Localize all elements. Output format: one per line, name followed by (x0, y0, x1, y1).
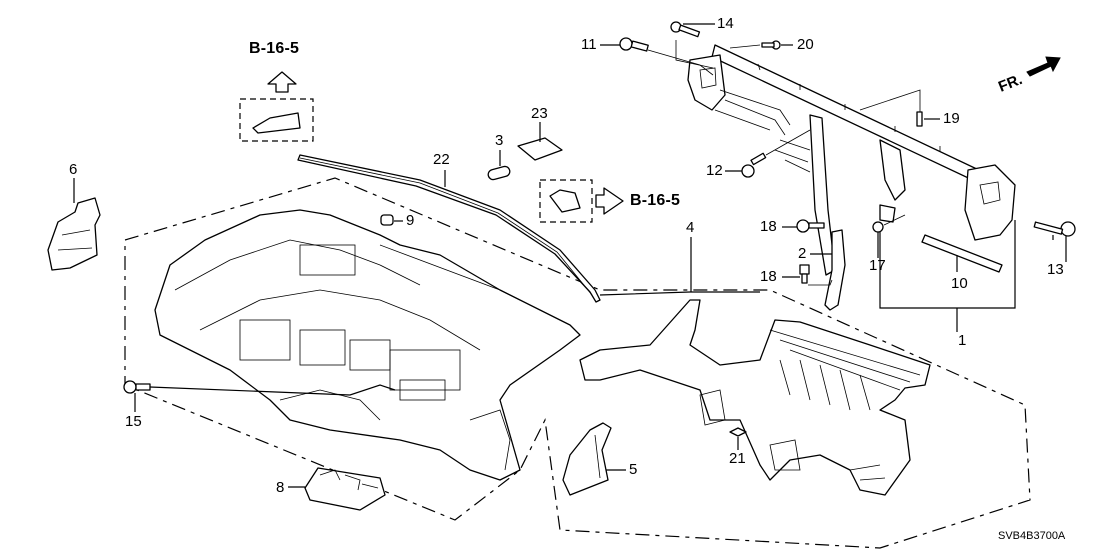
cap-part (380, 214, 403, 226)
callout-4[interactable]: 4 (686, 219, 695, 236)
callout-22[interactable]: 22 (433, 151, 450, 168)
callout-17[interactable]: 17 (869, 257, 886, 274)
reference-label-top-left[interactable]: B-16-5 (249, 40, 300, 57)
callout-6[interactable]: 6 (69, 161, 78, 178)
bolt-12-part (725, 129, 811, 178)
bracket-part (810, 229, 846, 311)
cylinder-plug-part (487, 150, 511, 181)
callout-8[interactable]: 8 (276, 479, 285, 496)
diagram-code: SVB4B3700A (998, 530, 1066, 542)
duct-assembly-part (579, 237, 931, 496)
pad-part (517, 122, 563, 161)
callout-21[interactable]: 21 (729, 450, 746, 467)
callout-5[interactable]: 5 (629, 461, 638, 478)
frame-assembly-part (687, 44, 1016, 332)
reference-box-center (539, 179, 624, 223)
callout-3[interactable]: 3 (495, 132, 504, 149)
callout-15[interactable]: 15 (125, 413, 142, 430)
callout-10[interactable]: 10 (951, 275, 968, 292)
callout-23[interactable]: 23 (531, 105, 548, 122)
screw-20-part (729, 40, 793, 50)
bolt-13-part (1033, 221, 1076, 262)
reference-label-center[interactable]: B-16-5 (630, 192, 681, 209)
bolt-18-upper-part (782, 219, 825, 233)
bolt-11-part (600, 37, 714, 76)
callout-1[interactable]: 1 (958, 332, 967, 349)
bolt-14-part (670, 21, 715, 69)
side-cover-part (562, 422, 626, 496)
dashboard-panel (154, 209, 581, 481)
callout-20[interactable]: 20 (797, 36, 814, 53)
screw-19-part (859, 89, 940, 127)
callout-13[interactable]: 13 (1047, 261, 1064, 278)
screw-15-part (123, 380, 396, 412)
clip-holder-part (288, 467, 386, 511)
dashboard-enclosure (124, 177, 1031, 549)
bolt-18-lower-part (782, 264, 833, 286)
callout-12[interactable]: 12 (706, 162, 723, 179)
callout-18-lower[interactable]: 18 (760, 268, 777, 285)
side-bracket-part (47, 178, 101, 271)
callout-2[interactable]: 2 (798, 245, 807, 262)
callout-14[interactable]: 14 (717, 15, 734, 32)
callout-9[interactable]: 9 (406, 212, 415, 229)
reference-box-top-left (239, 71, 314, 142)
nut-17-part (872, 214, 906, 258)
front-direction-arrow-icon (1026, 56, 1061, 77)
garnish-strip (297, 154, 601, 303)
callout-18-upper[interactable]: 18 (760, 218, 777, 235)
callout-11[interactable]: 11 (581, 36, 597, 53)
callout-19[interactable]: 19 (943, 110, 960, 127)
clip-part (729, 427, 747, 450)
